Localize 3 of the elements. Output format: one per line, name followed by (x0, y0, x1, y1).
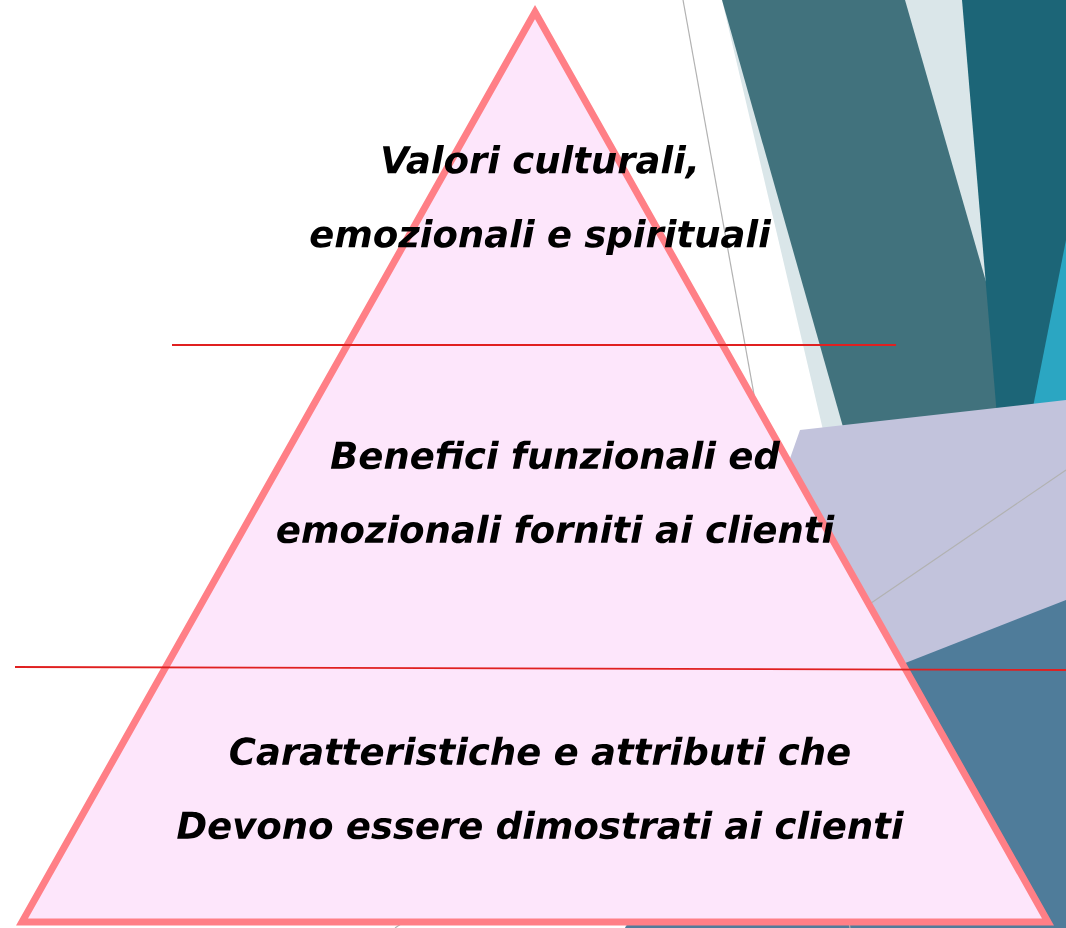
level-text: Caratteristiche e attributi che Devono essere dimostrati ai clienti (177, 736, 904, 840)
level-text: Benefici funzionali ed emozionali forniti ai clienti (277, 440, 835, 544)
level-text: Valori culturali, emozionali e spirituali (310, 145, 772, 255)
